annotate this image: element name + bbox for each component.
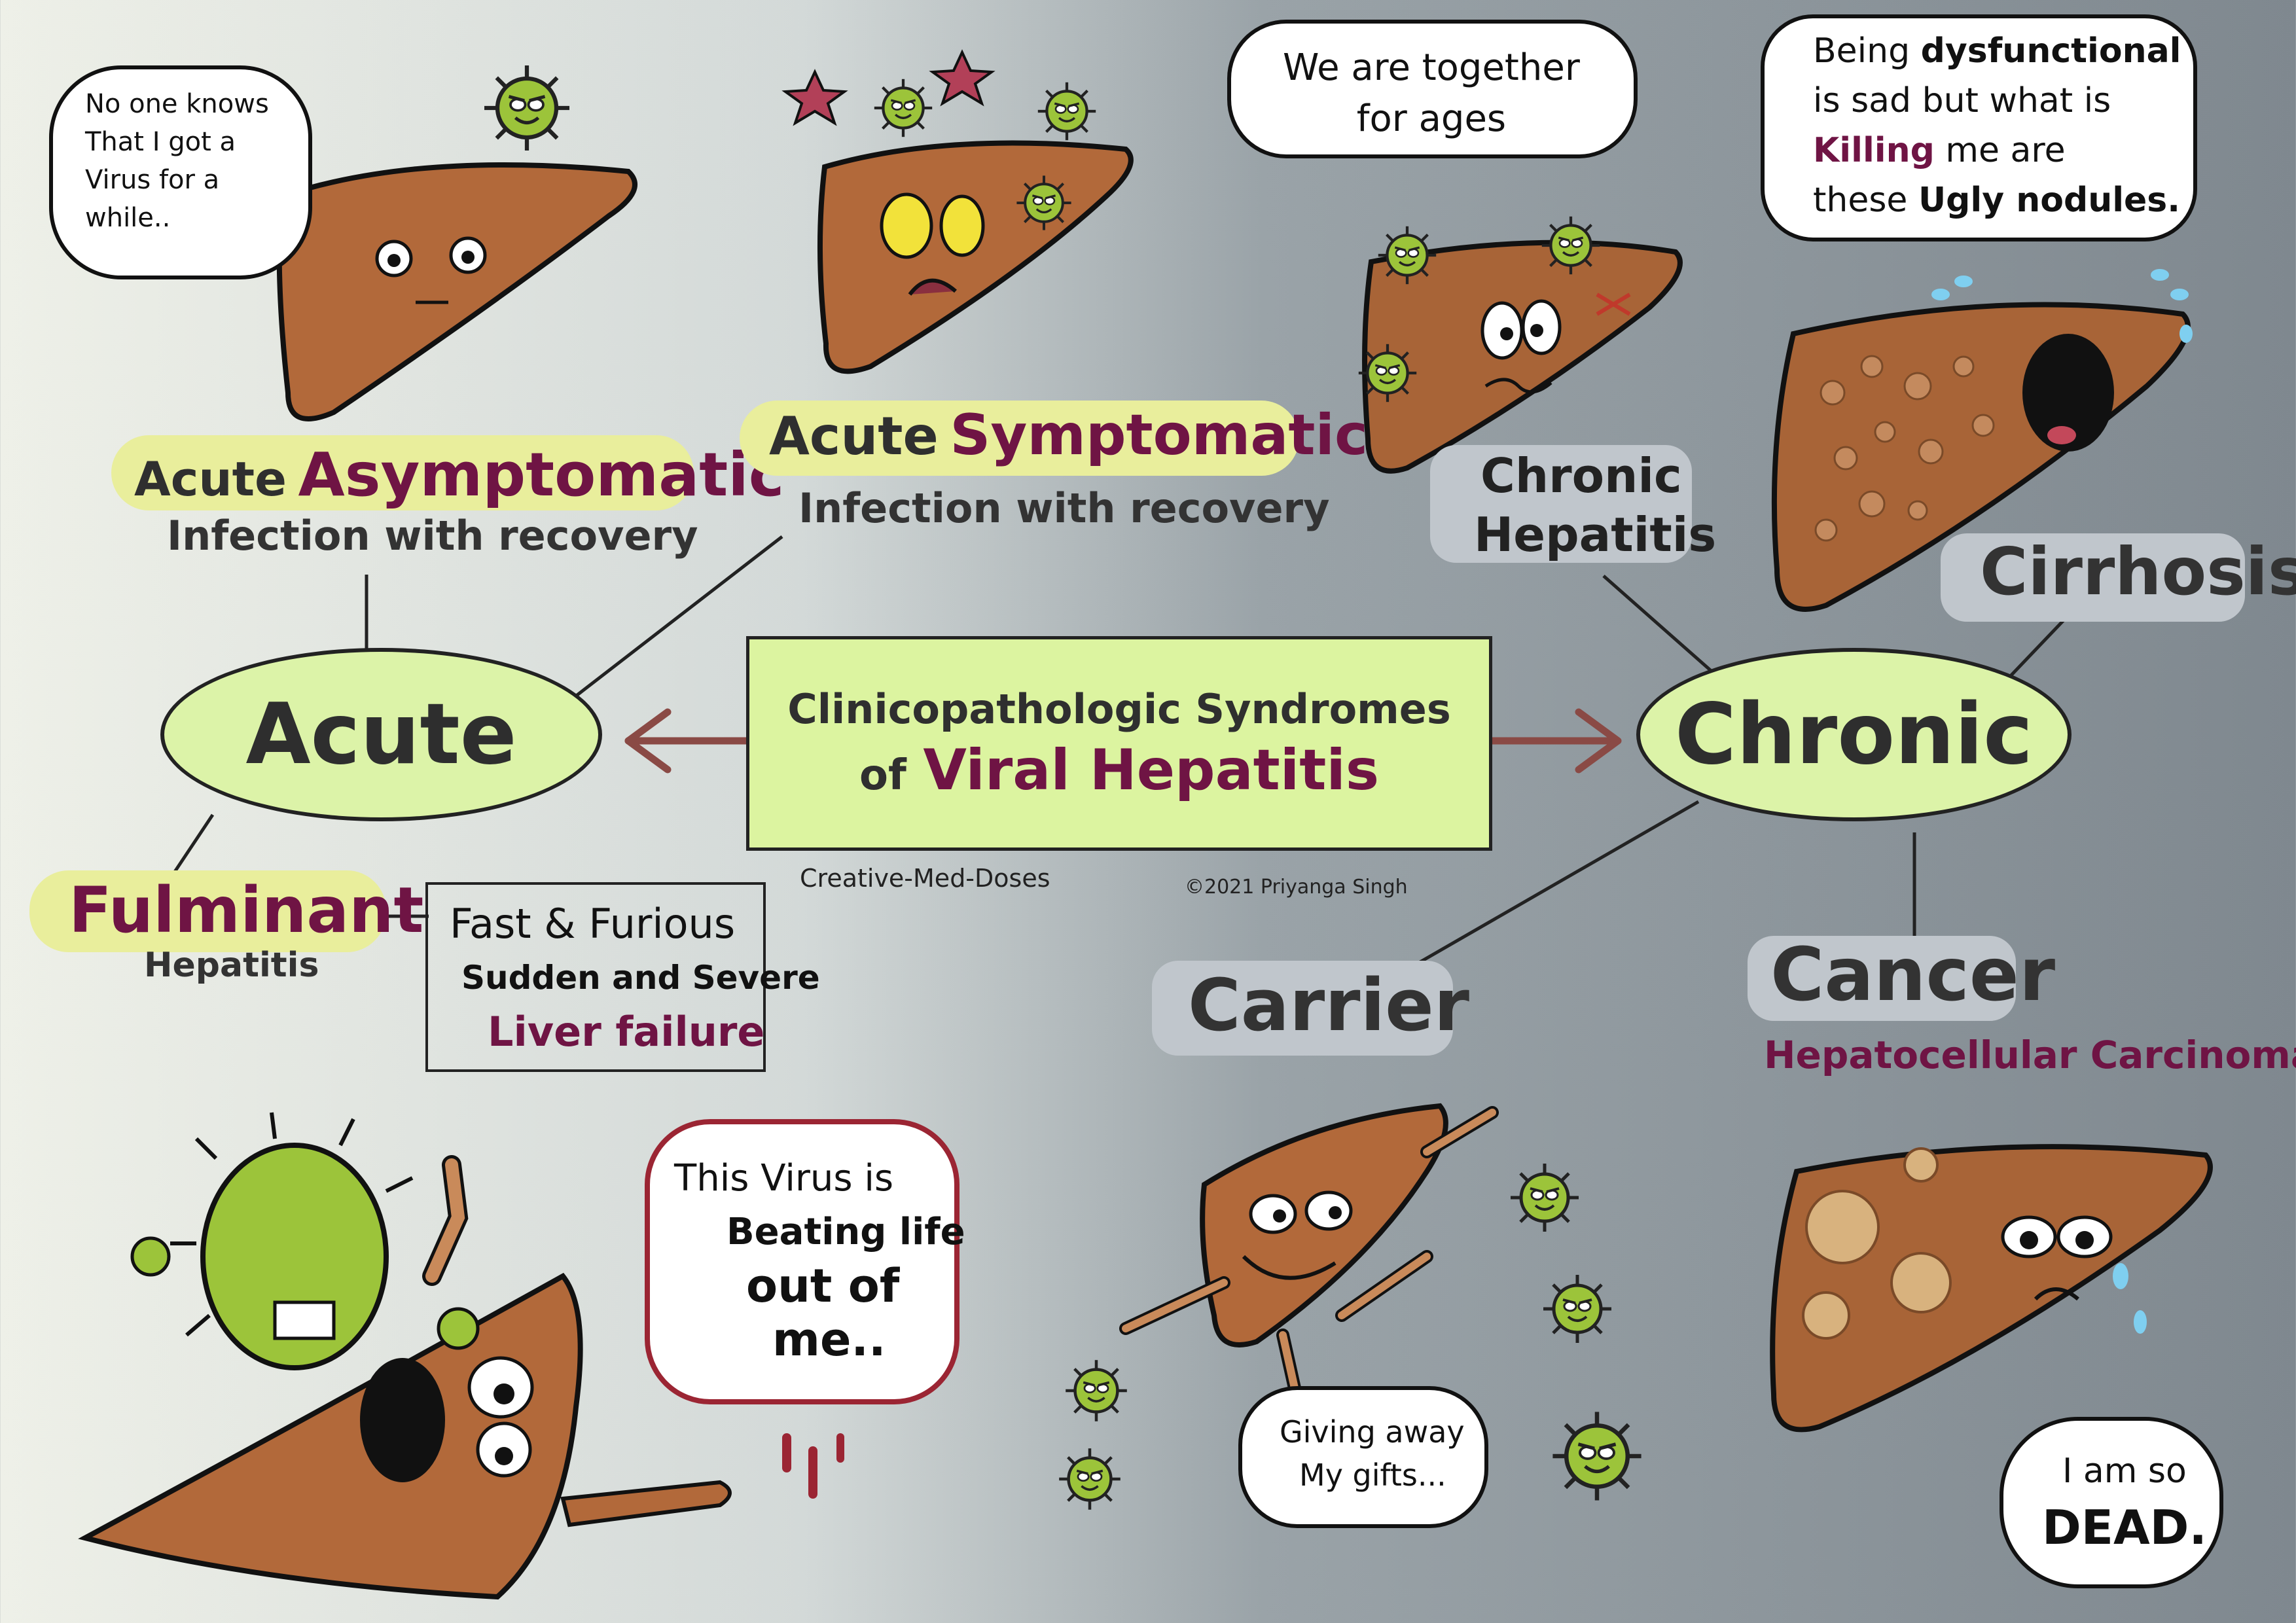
fulminant-box [425,882,766,1072]
fulminant-box-line3: Liver failure [488,1008,765,1056]
bubble-chronic-hepatitis [1227,20,1638,158]
fulminant-title: Fulminant [69,874,424,947]
bubble-cirrhosis-text: Being dysfunctional is sad but what is K… [1813,31,2181,220]
center-title-box: Clinicopathologic Syndromes of Viral Hep… [746,636,1492,851]
liver-fulminant [78,1272,583,1600]
center-title-line2: of Viral Hepatitis [859,738,1380,803]
credit-copyright: ©2021 Priyanga Singh [1185,876,1408,899]
carrier-tag [1152,961,1453,1056]
liver-asymptomatic [276,162,637,421]
cancer-sub: Hepatocellular Carcinoma [1764,1033,2296,1077]
cirrhosis-tag [1941,533,2245,622]
cancer-tag [1748,936,2016,1021]
credit-brand: Creative-Med-Doses [800,864,1050,893]
acute-symptomatic-highlight [740,401,1299,476]
bubble-fulminant-text: This Virus is Beating life out of me.. [674,1157,965,1366]
fulminant-box-line2: Sudden and Severe [461,959,820,997]
liver-symptomatic [817,140,1134,374]
bubble-asymptomatic [49,65,312,279]
bubble-carrier [1238,1386,1488,1528]
fulminant-box-line1: Fast & Furious [450,900,736,948]
fulminant-highlight [29,870,386,952]
bubble-cirrhosis [1761,14,2197,241]
acute-symptomatic-sub: Infection with recovery [798,484,1330,532]
bubble-cancer [2000,1417,2223,1588]
chronic-hepatitis-tag [1430,445,1692,563]
bubble-fulminant [645,1119,960,1404]
cirrhosis-label: Cirrhosis [1980,533,2296,610]
acute-asymptomatic-highlight [111,435,694,510]
carrier-label: Carrier [1188,963,1470,1047]
liver-cancer [1770,1144,2213,1433]
acute-asymptomatic-title: Acute Asymptomatic [134,440,785,510]
chronic-node: Chronic [1636,648,2072,821]
center-title-line1: Clinicopathologic Syndromes [787,685,1451,733]
acute-symptomatic-title: Acute Symptomatic [769,402,1368,468]
acute-asymptomatic-sub: Infection with recovery [167,512,698,560]
fulminant-sub: Hepatitis [144,946,319,985]
acute-node: Acute [160,648,602,821]
cancer-label: Cancer [1770,933,2056,1018]
liver-chronic-hepatitis [1362,240,1683,474]
